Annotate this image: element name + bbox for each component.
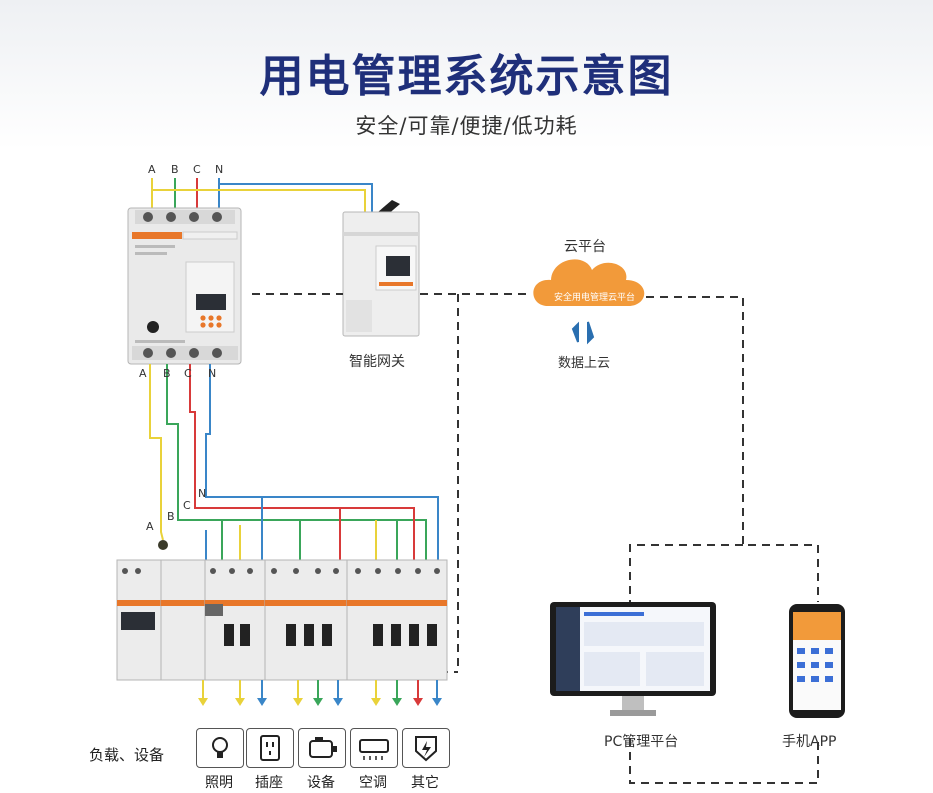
- upload-arrows-icon: [571, 321, 595, 345]
- loads-label: 负载、设备: [89, 746, 165, 764]
- phase-label-top-b: B: [171, 163, 179, 176]
- other-icon: [402, 728, 450, 768]
- pc-monitor: [550, 602, 716, 716]
- header-background: [0, 0, 933, 150]
- phase-label-bottom-c: C: [184, 367, 192, 380]
- gateway-label: 智能网关: [349, 354, 405, 370]
- load-caption-equipment: 设备: [307, 775, 335, 791]
- page-title: 用电管理系统示意图: [259, 51, 674, 102]
- cloud-label: 云平台: [564, 239, 606, 255]
- smart-gateway: [342, 200, 420, 337]
- load-caption-lighting: 照明: [205, 775, 233, 791]
- upload-label: 数据上云: [558, 356, 611, 371]
- phase-label-bus-a: A: [146, 520, 154, 533]
- phase-label-top-n: N: [215, 163, 224, 176]
- phase-label-bus-c: C: [183, 499, 191, 512]
- load-caption-ac: 空调: [359, 775, 387, 791]
- cloud-inner-label: 安全用电管理云平台: [554, 293, 636, 303]
- app-label: 手机APP: [782, 734, 837, 750]
- load-caption-socket: 插座: [255, 775, 283, 791]
- phase-label-bottom-n: N: [208, 367, 217, 380]
- phase-label-bus-n: N: [198, 487, 207, 500]
- bulb-icon: [196, 728, 244, 768]
- phase-label-bottom-b: B: [163, 367, 171, 380]
- cloud-icon: [533, 259, 645, 306]
- phase-label-top-a: A: [148, 163, 156, 176]
- branch-breakers: [116, 540, 448, 681]
- motor-icon: [298, 728, 346, 768]
- phase-label-bus-b: B: [167, 510, 175, 523]
- mobile-phone: [789, 604, 845, 718]
- ac-icon: [350, 728, 398, 768]
- pc-label: PC管理平台: [604, 734, 679, 750]
- load-caption-other: 其它: [411, 775, 439, 791]
- page-subtitle: 安全/可靠/便捷/低功耗: [355, 114, 578, 138]
- socket-icon: [246, 728, 294, 768]
- phase-label-top-c: C: [193, 163, 201, 176]
- phase-label-bottom-a: A: [139, 367, 147, 380]
- main-breaker: [127, 207, 242, 365]
